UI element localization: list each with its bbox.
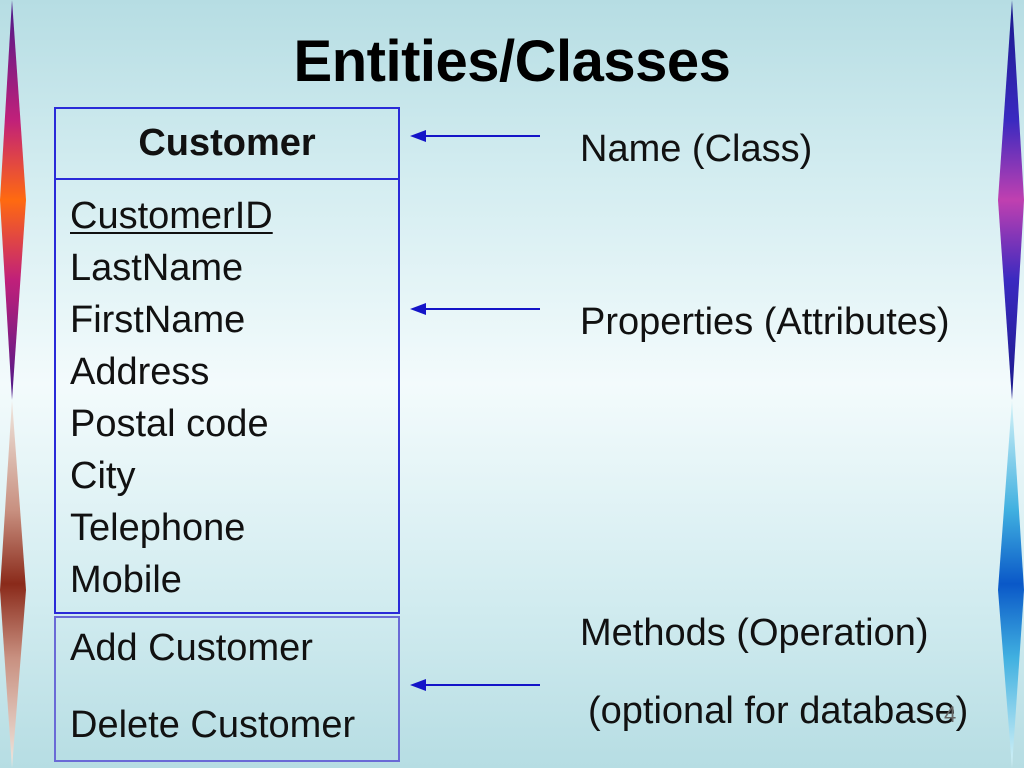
attribute: Address <box>70 351 210 393</box>
label-methods: Methods (Operation) <box>580 612 929 654</box>
left-upper-diamond <box>0 0 26 400</box>
class-box: Customer CustomerID LastName FirstName A… <box>54 107 400 762</box>
operations-compartment: Add Customer Delete Customer <box>54 616 400 762</box>
right-upper-diamond <box>998 0 1024 400</box>
slide-number: 4 <box>944 702 957 727</box>
label-name-class: Name (Class) <box>580 128 813 170</box>
arrow-to-methods <box>410 679 540 691</box>
left-lower-diamond <box>0 400 26 768</box>
slide-title: Entities/Classes <box>293 29 731 94</box>
class-name-compartment: Customer <box>54 107 400 180</box>
label-methods-note: (optional for database) <box>588 690 969 732</box>
arrow-to-properties <box>410 303 540 315</box>
class-name: Customer <box>138 122 316 164</box>
attribute-primary-key: CustomerID <box>70 195 273 237</box>
attribute: FirstName <box>70 299 246 341</box>
attribute: Postal code <box>70 403 269 445</box>
attribute: LastName <box>70 247 244 289</box>
attribute: Telephone <box>70 507 246 549</box>
attribute: Mobile <box>70 559 182 601</box>
operation: Delete Customer <box>70 704 356 746</box>
label-properties: Properties (Attributes) <box>580 301 950 343</box>
operation: Add Customer <box>70 627 313 669</box>
right-lower-diamond <box>998 400 1024 768</box>
arrow-to-name <box>410 130 540 142</box>
attributes-compartment: CustomerID LastName FirstName Address Po… <box>54 180 400 614</box>
attribute: City <box>70 455 136 497</box>
